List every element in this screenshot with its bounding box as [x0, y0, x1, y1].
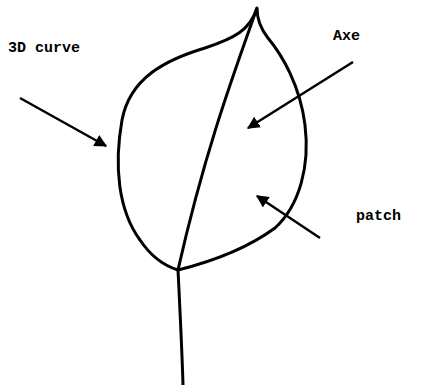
part-label: patch [356, 208, 401, 226]
part-label: Axe [333, 28, 360, 46]
leader-arrow [248, 62, 353, 128]
leaf-outline [118, 8, 306, 270]
leaf-stem [178, 270, 183, 385]
leader-arrow [257, 196, 320, 238]
leader-arrow [20, 98, 106, 146]
leaf-midrib [178, 8, 257, 270]
part-label: 3D curve [8, 40, 80, 58]
